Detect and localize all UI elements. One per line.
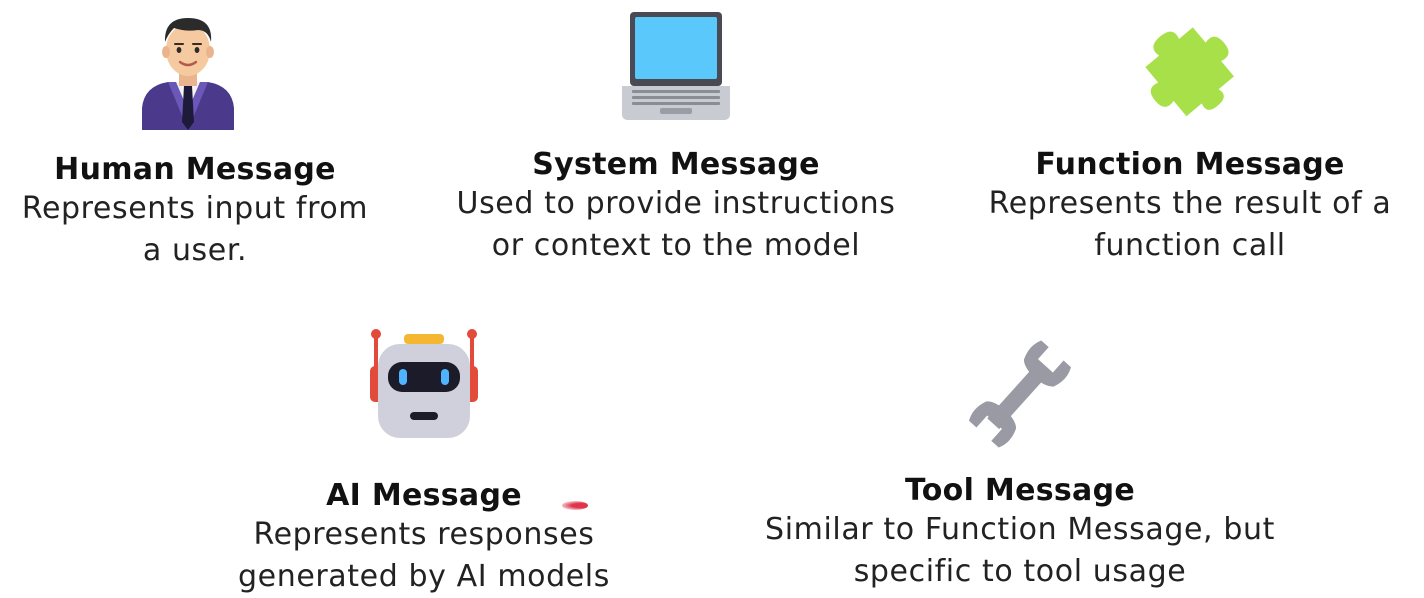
system-message-description: Used to provide instructions or context … [436,183,916,267]
system-message-title: System Message [532,147,820,182]
businessman-icon [138,12,238,136]
human-message-title: Human Message [54,152,336,187]
robot-icon [366,326,482,444]
tool-message-title: Tool Message [904,473,1135,508]
function-message-description: Represents the result of a function call [970,183,1410,267]
tool-message-line-1: Similar to Function Message, but [765,512,1275,547]
function-message-card: Function Message Represents the result o… [970,147,1410,267]
human-message-line-2: a user. [142,233,248,268]
ai-message-line-2: generated by AI models [238,559,610,594]
laptop-icon [620,10,732,126]
wrench-icon [958,336,1082,456]
system-message-card: System Message Used to provide instructi… [436,147,916,267]
function-message-line-2: function call [1094,228,1286,263]
human-message-description: Represents input from a user. [0,188,390,272]
human-message-line-1: Represents input from [21,191,369,226]
pointer-indicator [562,501,588,510]
tool-message-line-2: specific to tool usage [853,554,1187,589]
function-message-line-1: Represents the result of a [988,186,1392,221]
ai-message-description: Represents responses generated by AI mod… [214,514,634,598]
tool-message-card: Tool Message Similar to Function Message… [740,473,1300,593]
system-message-line-2: or context to the model [491,228,861,263]
function-message-title: Function Message [1035,147,1345,182]
human-message-card: Human Message Represents input from a us… [0,152,390,272]
ai-message-card: AI Message Represents responses generate… [214,478,634,598]
tool-message-description: Similar to Function Message, but specifi… [740,509,1300,593]
ai-message-line-1: Represents responses [253,517,595,552]
puzzle-piece-icon [1128,10,1250,136]
ai-message-title: AI Message [326,478,522,513]
system-message-line-1: Used to provide instructions [456,186,896,221]
